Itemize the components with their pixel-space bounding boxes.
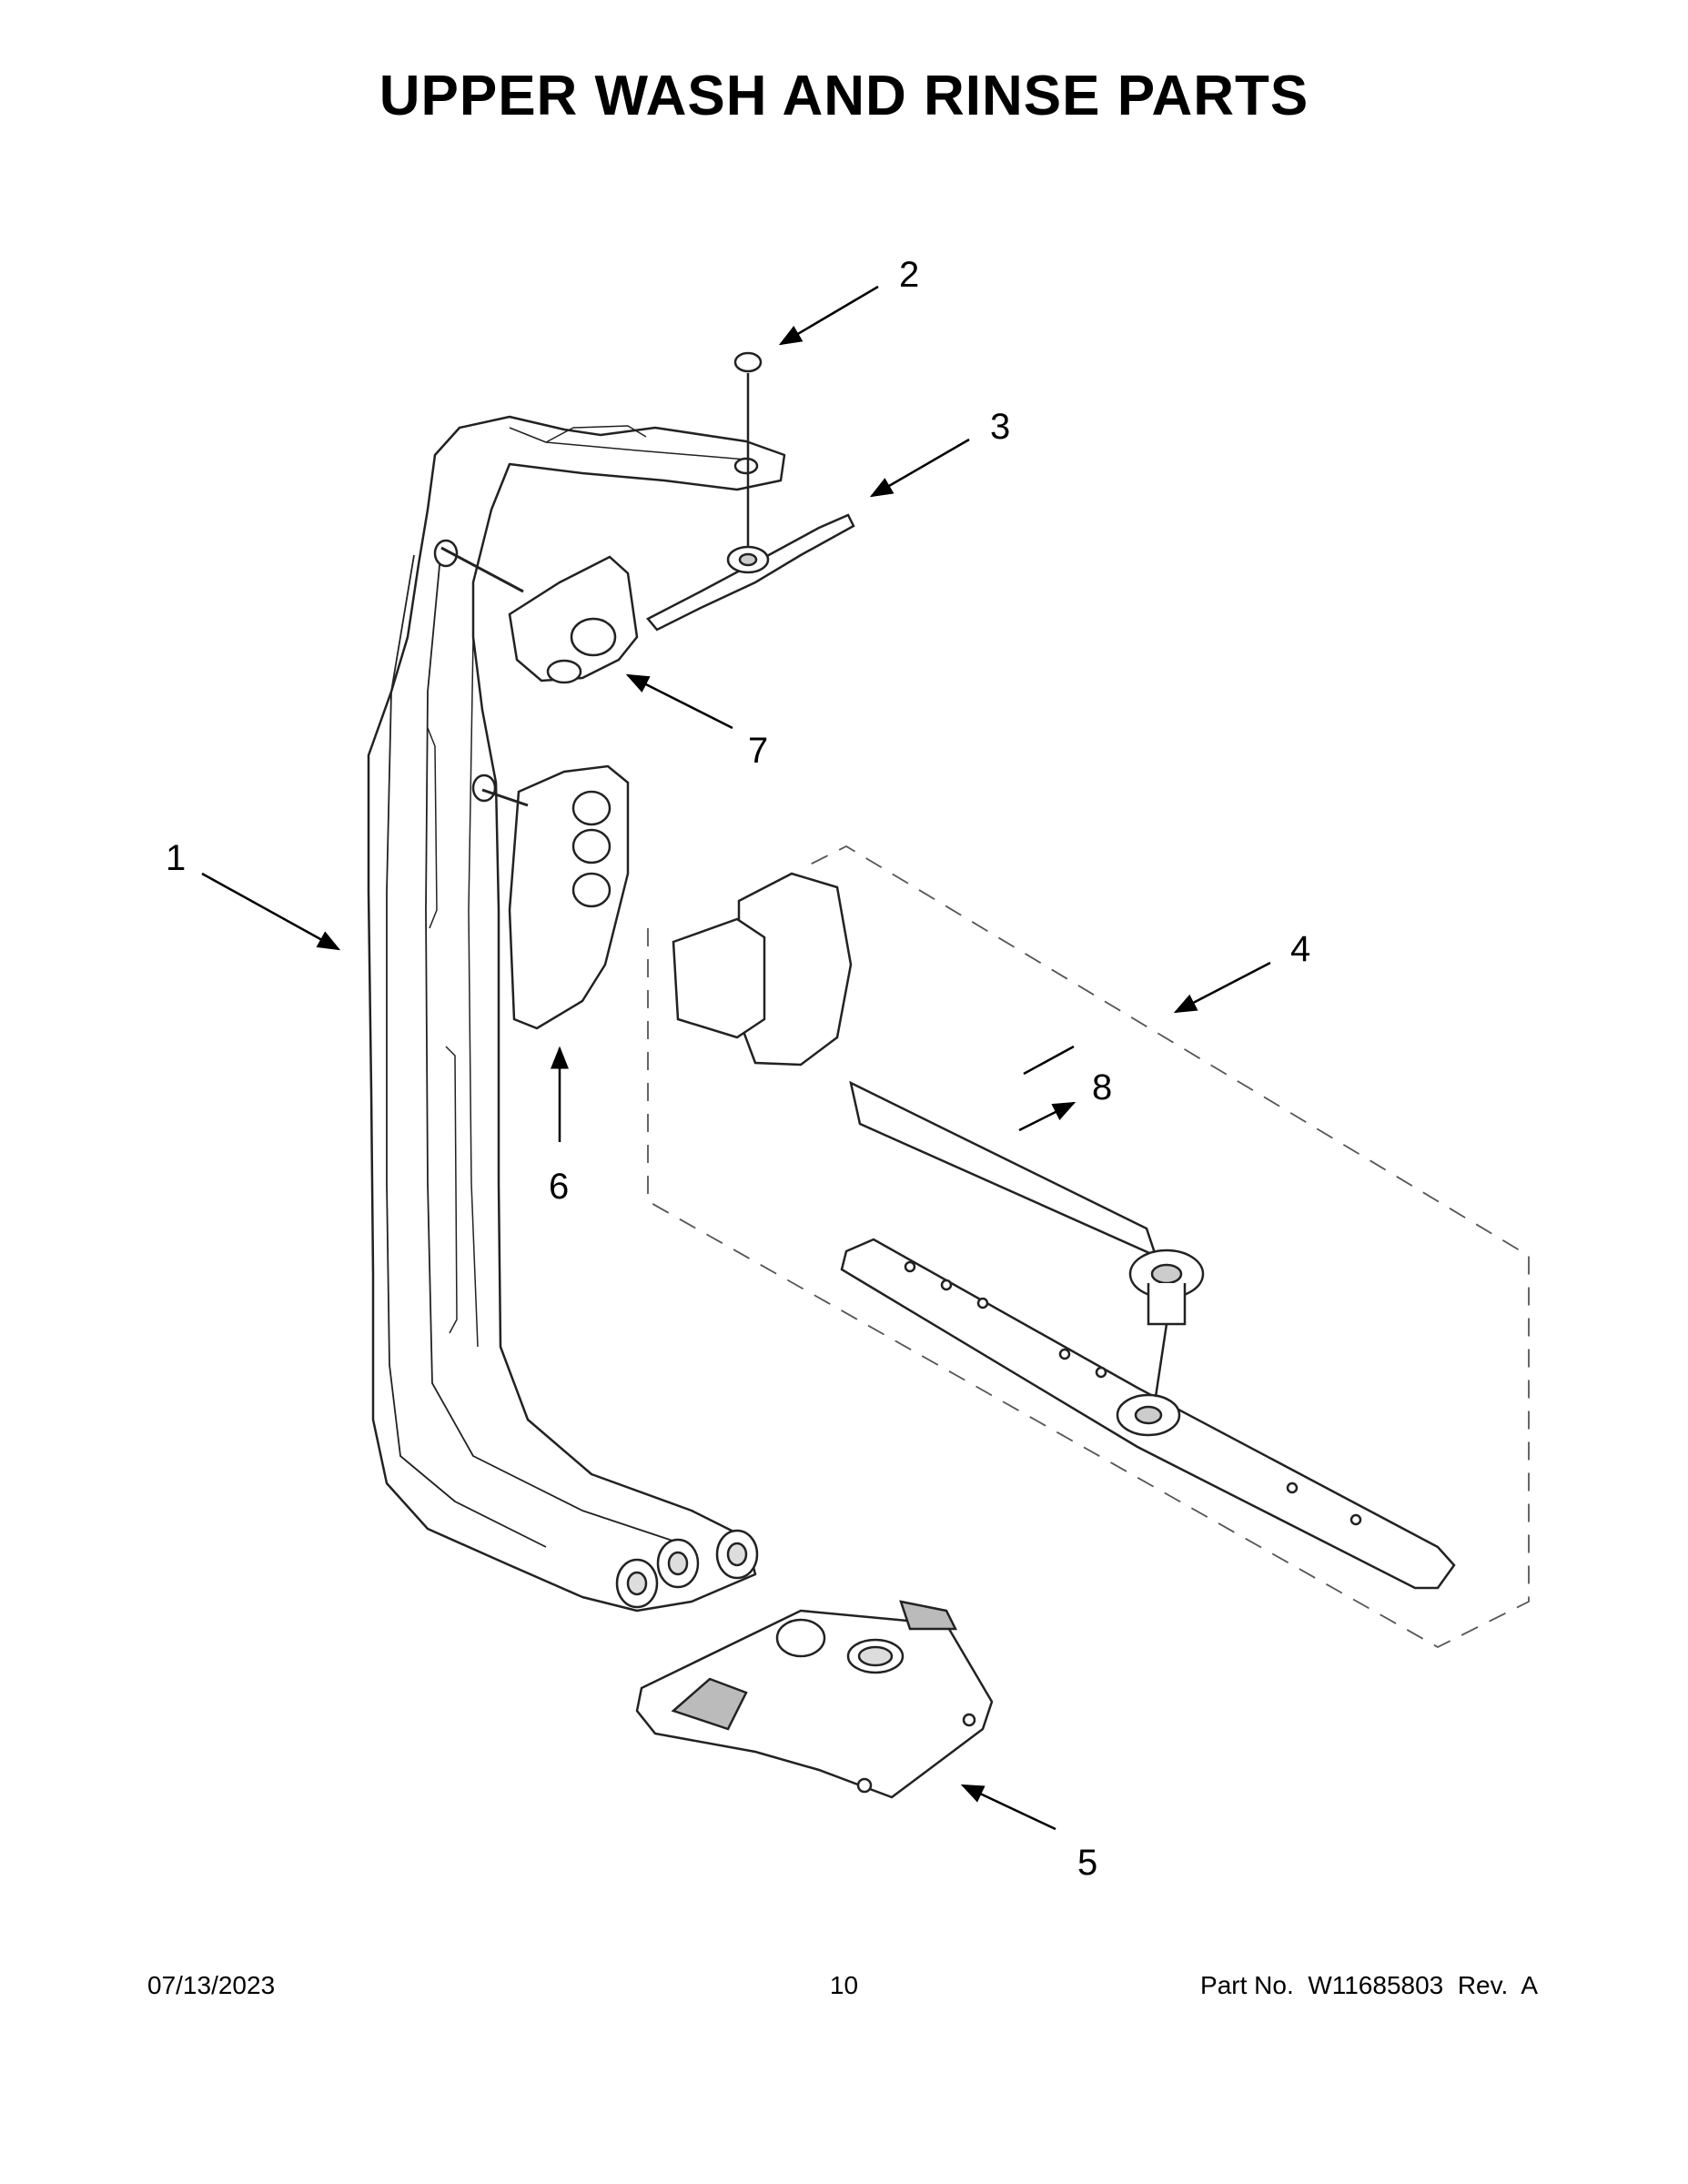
arrow-2 <box>778 285 879 346</box>
arrow-1 <box>201 872 341 951</box>
outlet-tubes <box>615 1529 759 1609</box>
page-title: UPPER WASH AND RINSE PARTS <box>379 65 1309 127</box>
footer-page-number: 10 <box>829 1971 859 1999</box>
callout-4: 4 <box>1290 929 1310 969</box>
valve-bracket-part <box>481 764 630 1030</box>
pump-cover-part <box>635 1600 994 1799</box>
callout-8: 8 <box>1092 1067 1112 1107</box>
footer-date: 07/13/2023 <box>147 1971 276 1999</box>
footer-part-info: Part No. W11685803 Rev. A <box>1200 1971 1538 2000</box>
footer-revision: Rev. A <box>1457 1971 1538 1999</box>
arrow-3 <box>869 438 970 498</box>
footer-part-prefix: Part No. <box>1200 1971 1294 1999</box>
arrow-8 <box>1023 1045 1075 1076</box>
footer-part-number: W11685803 <box>1308 1971 1444 1999</box>
arrow-5 <box>960 1784 1056 1831</box>
callout-arrows <box>201 285 1271 1831</box>
callout-arrow-8 <box>1018 1101 1076 1132</box>
upper-spray-arm-part <box>646 513 855 632</box>
callout-6: 6 <box>549 1167 569 1207</box>
arrow-4 <box>1173 961 1271 1014</box>
callout-7: 7 <box>748 731 768 771</box>
callout-1: 1 <box>166 838 186 878</box>
lower-spray-arm-part <box>840 1238 1456 1590</box>
diverter-part <box>440 546 639 684</box>
feed-tube-part <box>672 872 1205 1326</box>
cap-part <box>733 351 763 555</box>
conduit-part <box>367 415 786 1613</box>
callout-2: 2 <box>899 255 919 295</box>
callout-5: 5 <box>1077 1843 1097 1883</box>
assembly-4-outline <box>647 844 1530 1649</box>
arrow-7 <box>625 673 733 730</box>
callout-3: 3 <box>990 407 1010 447</box>
